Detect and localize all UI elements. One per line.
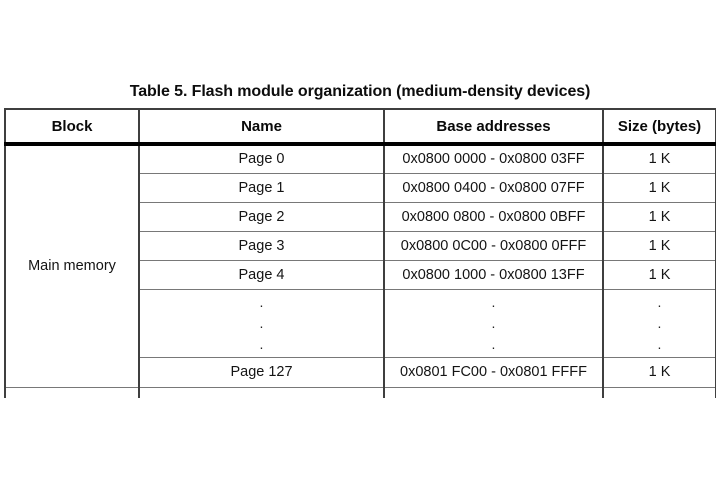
flash-table-container: Block Name Base addresses Size (bytes) M…: [4, 108, 716, 398]
ellipsis-dot: .: [657, 293, 662, 310]
vertical-ellipsis: . . .: [141, 292, 382, 355]
name-cell: Page 3: [138, 230, 385, 261]
ellipsis-cell-size: . . .: [602, 288, 716, 358]
ellipsis-dot: .: [491, 293, 496, 310]
ellipsis-cell-name: . . .: [138, 288, 385, 358]
ellipsis-cell-base-addresses: . . .: [383, 288, 604, 358]
header-row: Block Name Base addresses Size (bytes): [4, 108, 716, 146]
ellipsis-dot: .: [259, 314, 264, 331]
size-cell: 1 K: [602, 201, 716, 232]
ellipsis-dot: .: [259, 293, 264, 310]
name-cell: Page 1: [138, 172, 385, 203]
vertical-ellipsis: . . .: [386, 292, 601, 355]
col-header-name: Name: [138, 108, 385, 146]
base-addresses-cell: 0x0800 0800 - 0x0800 0BFF: [383, 201, 604, 232]
base-addresses-cell: 0x0800 1000 - 0x0800 13FF: [383, 259, 604, 290]
ellipsis-dot: .: [491, 335, 496, 352]
size-cell: 1 K: [602, 143, 716, 174]
table-row-page-1: Page 1 0x0800 0400 - 0x0800 07FF 1 K: [5, 172, 716, 203]
table-row-page-3: Page 3 0x0800 0C00 - 0x0800 0FFF 1 K: [5, 230, 716, 261]
size-cell: 1 K: [602, 172, 716, 203]
partial-next-row: [4, 386, 716, 398]
ellipsis-dot: .: [657, 335, 662, 352]
flash-organization-table: Block Name Base addresses Size (bytes) M…: [4, 108, 716, 398]
base-addresses-cell: 0x0800 0000 - 0x0800 03FF: [383, 143, 604, 174]
size-cell: 1 K: [602, 259, 716, 290]
table-row-page-4: Page 4 0x0800 1000 - 0x0800 13FF 1 K: [5, 259, 716, 290]
name-cell: Page 4: [138, 259, 385, 290]
col-header-size: Size (bytes): [602, 108, 716, 146]
table-title: Table 5. Flash module organization (medi…: [129, 83, 591, 100]
size-cell: 1 K: [602, 356, 716, 388]
block-cell-main-memory: Main memory: [4, 143, 140, 388]
base-addresses-cell: 0x0800 0400 - 0x0800 07FF: [383, 172, 604, 203]
stub-cell: [602, 386, 716, 398]
table-row-page-2: Page 2 0x0800 0800 - 0x0800 0BFF 1 K: [5, 201, 716, 232]
col-header-base-addresses: Base addresses: [383, 108, 604, 146]
stub-cell: [383, 386, 604, 398]
vertical-ellipsis: . . .: [605, 292, 714, 355]
ellipsis-dot: .: [259, 335, 264, 352]
name-cell: Page 2: [138, 201, 385, 232]
name-cell: Page 127: [138, 356, 385, 388]
base-addresses-cell: 0x0801 FC00 - 0x0801 FFFF: [383, 356, 604, 388]
col-header-block: Block: [4, 108, 140, 146]
stub-cell: [138, 386, 385, 398]
table-row-page-0: Main memory Page 0 0x0800 0000 - 0x0800 …: [4, 143, 716, 388]
size-cell: 1 K: [602, 230, 716, 261]
name-cell: Page 0: [138, 143, 385, 174]
ellipsis-dot: .: [491, 314, 496, 331]
ellipsis-dot: .: [657, 314, 662, 331]
base-addresses-cell: 0x0800 0C00 - 0x0800 0FFF: [383, 230, 604, 261]
stub-cell: [4, 386, 140, 398]
